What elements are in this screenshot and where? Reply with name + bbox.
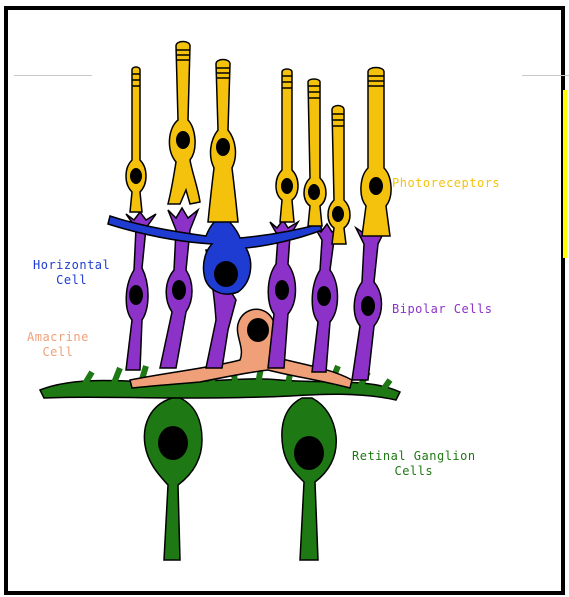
ganglion-cells-text-1: Retinal Ganglion <box>352 449 476 464</box>
amacrine-cell-label: Amacrine Cell <box>27 330 89 360</box>
photoreceptors <box>126 42 391 245</box>
photoreceptors-label: Photoreceptors <box>392 176 500 191</box>
ganglion-cell-left <box>144 398 202 560</box>
bipolar-cells-label: Bipolar Cells <box>392 302 492 317</box>
photoreceptor-5 <box>304 79 326 226</box>
ganglion-cells-text-2: Cells <box>352 464 476 479</box>
photoreceptor-4 <box>276 69 298 222</box>
horizontal-cell-text-1: Horizontal <box>33 258 110 273</box>
horizontal-cell-text-2: Cell <box>33 273 110 288</box>
ganglion-cell-right <box>282 398 336 560</box>
amacrine-cell-text-2: Cell <box>27 345 89 360</box>
photoreceptor-stripes <box>132 50 384 126</box>
bipolar-cells-text: Bipolar Cells <box>392 302 492 317</box>
horizontal-cell-label: Horizontal Cell <box>33 258 110 288</box>
amacrine-cell-text-1: Amacrine <box>27 330 89 345</box>
photoreceptor-7 <box>361 68 391 237</box>
photoreceptor-1 <box>126 67 146 212</box>
photoreceptor-2 <box>168 42 200 205</box>
amacrine-nucleus <box>247 318 269 342</box>
ganglion-cells <box>40 362 400 560</box>
photoreceptors-text: Photoreceptors <box>392 176 500 191</box>
ganglion-cells-label: Retinal Ganglion Cells <box>352 449 476 479</box>
horizontal-nucleus <box>214 261 238 287</box>
